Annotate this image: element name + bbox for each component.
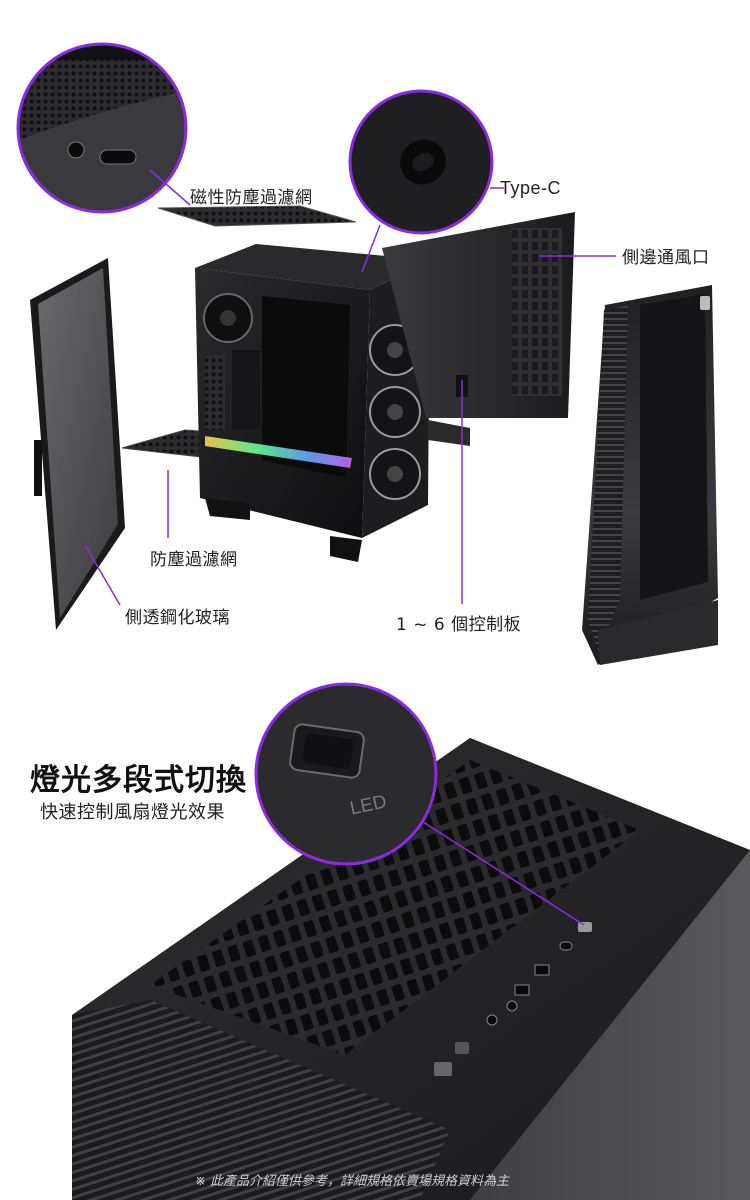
side-vent-grille — [512, 228, 562, 396]
exploded-view-section: 磁性防塵過濾網 Type-C 側邊通風口 防塵過濾網 側透鋼化玻璃 1 ~ 6 … — [16, 42, 718, 665]
label-side-vent: 側邊通風口 — [622, 248, 710, 268]
msi-logo-mark — [700, 296, 710, 310]
zoom-circle-led — [254, 682, 438, 866]
audio-jack-icon-2 — [486, 1014, 498, 1026]
label-tempered-glass: 側透鋼化玻璃 — [125, 608, 230, 628]
exploded-case-illustration — [16, 42, 718, 665]
label-dust-filter: 防塵過濾網 — [150, 550, 238, 570]
front-ribbed-bezel — [72, 1000, 450, 1200]
feature-headline: 燈光多段式切換 — [30, 763, 247, 798]
disclaimer-text: ※ 此產品介紹僅供參考，詳細規格依賣場規格資料為主 — [195, 1174, 510, 1189]
audio-jack-icon-1 — [506, 1000, 518, 1012]
case-top-closeup-illustration — [72, 682, 750, 1200]
rgb-strip — [205, 436, 352, 468]
control-board — [428, 420, 470, 446]
case-top — [195, 244, 430, 290]
tempered-glass-panel — [38, 268, 118, 618]
led-button-icon — [578, 922, 592, 932]
zoom-circle-magnetic-filter — [16, 42, 188, 214]
leader-led — [419, 819, 585, 926]
usb-a-port-icon-1 — [534, 964, 550, 976]
top-vent-panel — [150, 760, 640, 1055]
zoom-circle-type-c — [348, 89, 494, 235]
usb-a-port-icon-2 — [514, 984, 530, 996]
label-magnetic-filter: 磁性防塵過濾網 — [190, 188, 313, 208]
reset-button-icon — [455, 1042, 469, 1054]
feature-subline: 快速控制風扇燈光效果 — [40, 802, 225, 823]
power-button-icon — [434, 1062, 452, 1076]
label-type-c: Type-C — [500, 178, 562, 198]
led-feature-section: LED — [0, 680, 750, 1200]
label-control-boards: 1 ~ 6 個控制板 — [396, 615, 522, 635]
usb-c-port-icon — [559, 941, 573, 951]
magnetic-filter-panel — [157, 205, 357, 227]
leader-glass — [84, 544, 121, 606]
